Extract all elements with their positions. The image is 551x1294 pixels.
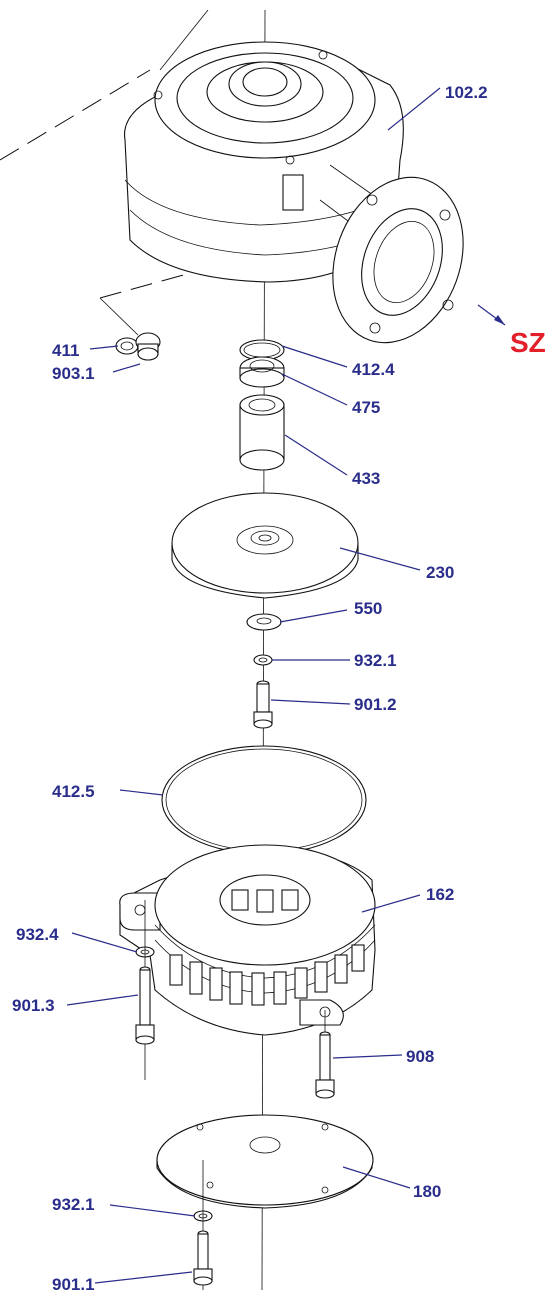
impeller-230 [171,492,359,599]
bolt-908 [315,1010,335,1099]
label-sz: SZ [510,327,546,358]
label-412-5: 412.5 [52,782,95,801]
label-932-1-top: 932.1 [354,651,397,670]
cover-162 [119,844,376,1036]
arrow-icon [494,315,505,325]
part-labels: 102.2 SZ 411 903.1 412.4 475 433 230 550… [12,83,546,1294]
leader-lines [66,87,506,1284]
o-ring-412-5 [161,745,367,855]
label-901-3: 901.3 [12,996,55,1015]
label-475: 475 [352,398,380,417]
label-230: 230 [426,563,454,582]
label-901-1: 901.1 [52,1275,95,1294]
bolt-901-2 [253,680,273,729]
label-903-1: 903.1 [52,364,95,383]
circlip-932-1-top [253,654,273,666]
label-550: 550 [354,599,382,618]
label-433: 433 [352,469,380,488]
bushing-433 [239,394,285,471]
bolt-901-1 [193,1160,213,1290]
label-932-1-bottom: 932.1 [52,1195,95,1214]
label-162: 162 [426,885,454,904]
label-102-2: 102.2 [445,83,488,102]
ring-475 [239,356,285,388]
label-932-4: 932.4 [16,925,59,944]
pump-housing-102-2 [124,41,464,344]
washer-550 [246,613,282,631]
label-908: 908 [406,1047,434,1066]
label-412-4: 412.4 [352,360,395,379]
label-180: 180 [413,1182,441,1201]
plug-411-903-1 [115,332,161,361]
bolt-901-3 [135,900,155,1080]
bottom-plate-180 [156,1114,374,1209]
label-901-2: 901.2 [354,695,397,714]
label-411: 411 [52,341,79,360]
